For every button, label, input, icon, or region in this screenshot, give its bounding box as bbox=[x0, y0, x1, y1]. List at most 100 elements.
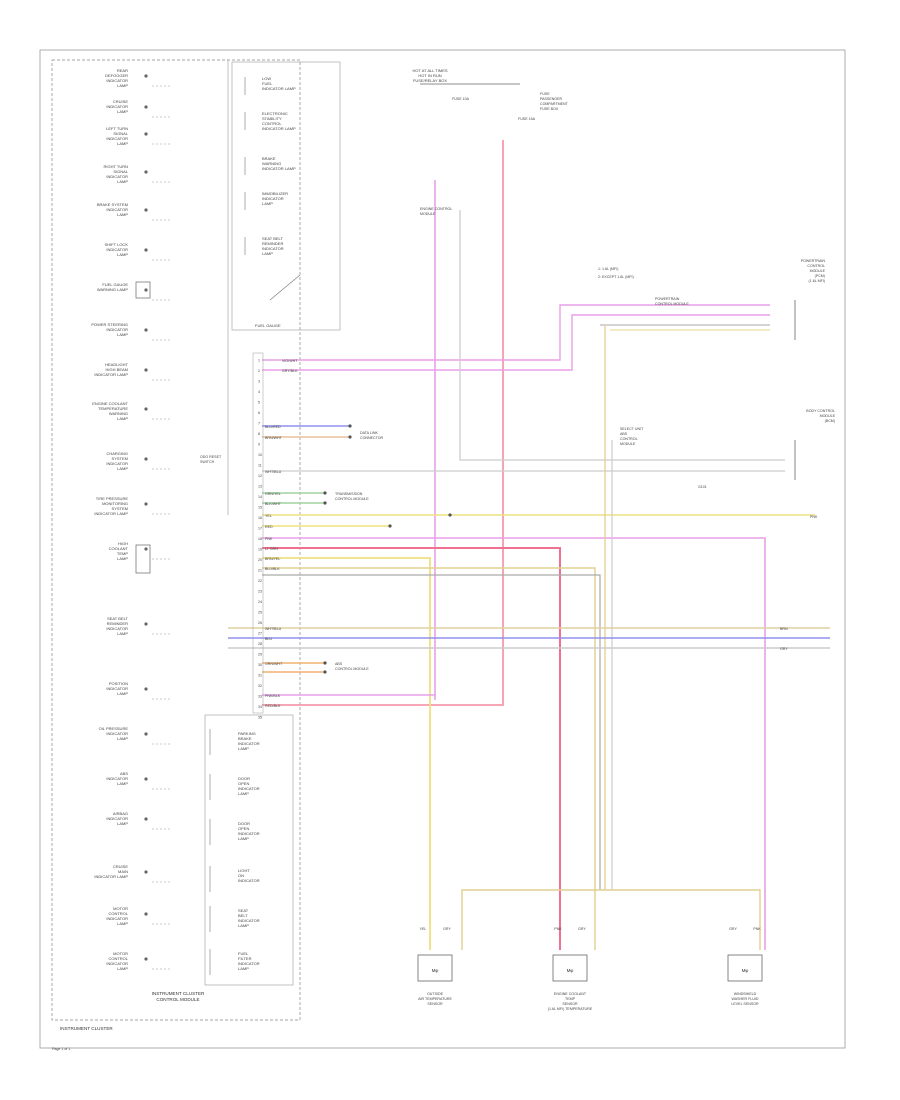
connector-pin-number: 24 bbox=[258, 600, 262, 604]
bottom-indicator-label: OPEN bbox=[238, 781, 249, 786]
wire-gry-4 bbox=[262, 574, 601, 890]
connector-pin-number: 29 bbox=[258, 653, 262, 657]
sensor-label: WINDSHIELD bbox=[734, 992, 757, 996]
lamp-pin bbox=[144, 957, 148, 961]
splice-label: CONTROL MODULE bbox=[655, 302, 689, 306]
bottom-indicator-label: LAMP bbox=[238, 791, 249, 796]
sensor-pin-label: GRY bbox=[578, 927, 586, 931]
wire-tan-4 bbox=[461, 889, 761, 950]
indicator-lamp-label: INDICATOR bbox=[106, 461, 128, 466]
indicator-lamp-label: LAMP bbox=[117, 966, 128, 971]
cluster-module-label: INSTRUMENT CLUSTER bbox=[152, 991, 205, 996]
indicator-lamp-label: AIRBAG bbox=[113, 811, 128, 816]
wire-red-2 bbox=[262, 547, 561, 950]
indicator-lamp-label: HEADLIGHT bbox=[105, 362, 128, 367]
inner-indicator-label: SEAT BELT bbox=[262, 236, 283, 241]
sensor-label: ENGINE COOLANT bbox=[554, 992, 587, 996]
wire-pnk-2 bbox=[262, 537, 766, 950]
cluster-frame bbox=[51, 59, 301, 1021]
indicator-lamp-label: INDICATOR bbox=[106, 816, 128, 821]
fuel-gauge-box bbox=[135, 281, 151, 299]
connector-pin-number: 32 bbox=[258, 684, 262, 688]
bottom-indicator-label: INDICATOR bbox=[238, 961, 260, 966]
wire-label: VIO/WHT bbox=[282, 359, 298, 363]
sensor-pin-label: PNK bbox=[753, 927, 761, 931]
bottom-indicator-label: INDICATOR bbox=[238, 786, 260, 791]
connector-pin-number: 28 bbox=[258, 642, 262, 646]
bottom-indicator-label: INDICATOR bbox=[238, 831, 260, 836]
inner-indicator-label: BRAKE bbox=[262, 156, 276, 161]
indicator-lamp-label: INDICATOR bbox=[106, 731, 128, 736]
right-module-mid-label: (BCM) bbox=[825, 419, 835, 423]
indicator-lamp-label: INDICATOR bbox=[106, 626, 128, 631]
indicator-lamp-label: SYSTEM bbox=[112, 506, 128, 511]
wire-label: ORN/WHT bbox=[265, 662, 283, 666]
splice-dot bbox=[348, 424, 352, 428]
inner-indicator-label: INDICATOR bbox=[262, 196, 284, 201]
indicator-lamp-label: LAMP bbox=[117, 332, 128, 337]
right-module-mid-label: MODULE bbox=[820, 414, 836, 418]
sensor-pin-label: PNK bbox=[554, 927, 562, 931]
sensor-label: LEVEL SENSOR bbox=[731, 1002, 759, 1006]
indicator-lamp-label: DEFOGGER bbox=[105, 73, 128, 78]
indicator-lamp-label: POWER STEERING bbox=[91, 322, 128, 327]
inner-indicator-label: INDICATOR LAMP bbox=[262, 86, 296, 91]
page-footer: Page 1 of 1 bbox=[52, 1047, 70, 1051]
splice-label: ABS bbox=[335, 662, 343, 666]
sensor-glyph: Mφ bbox=[432, 968, 439, 973]
splice-dot bbox=[323, 491, 327, 495]
bottom-indicator-label: DOOR bbox=[238, 776, 250, 781]
indicator-lamp-label: ENGINE COOLANT bbox=[92, 401, 128, 406]
wire-label: GRY/BLK bbox=[282, 369, 298, 373]
right-connector-label: ABS bbox=[620, 432, 628, 436]
wire-label: BRN/YEL bbox=[265, 557, 280, 561]
indicator-lamp-label: INDICATOR bbox=[106, 207, 128, 212]
indicator-lamp-label: INDICATOR bbox=[106, 247, 128, 252]
wire-label: YEL bbox=[265, 514, 272, 518]
indicator-lamp-label: TIRE PRESSURE bbox=[96, 496, 129, 501]
connector-pin-number: 2 bbox=[258, 369, 260, 373]
lamp-pin bbox=[144, 687, 148, 691]
fuse-box-right-label: FUSE BOX bbox=[540, 107, 559, 111]
wire-label: BLU/BLK bbox=[265, 567, 280, 571]
indicator-lamp-label: WARNING bbox=[109, 411, 128, 416]
connector-pin-number: 11 bbox=[258, 464, 262, 468]
wire-label: RED/BLK bbox=[265, 704, 281, 708]
right-module-top-label: MODULE bbox=[810, 269, 826, 273]
indicator-lamp-label: INDICATOR bbox=[106, 136, 128, 141]
splice-dot bbox=[323, 501, 327, 505]
wire-label: BLU/RED bbox=[265, 425, 281, 429]
connector-pin-number: 6 bbox=[258, 411, 260, 415]
indicator-lamp-label: REAR bbox=[117, 68, 128, 73]
indicator-lamp-label: LAMP bbox=[117, 921, 128, 926]
indicator-lamp-label: POSITION bbox=[109, 681, 128, 686]
indicator-lamp-label: LAMP bbox=[117, 556, 128, 561]
indicator-lamp-label: MOTOR bbox=[113, 951, 128, 956]
lamp-pin bbox=[144, 502, 148, 506]
indicator-lamp-label: INDICATOR LAMP bbox=[94, 372, 128, 377]
legend-entry: 2: EXCEPT 1.6L (MFI) bbox=[598, 275, 634, 279]
wire-label: LT GRN bbox=[265, 547, 278, 551]
wire-label: GRN/YEL bbox=[265, 492, 281, 496]
lamp-pin bbox=[144, 288, 148, 292]
indicator-lamp-label: CHARGING bbox=[106, 451, 128, 456]
indicator-lamp-label: COOLANT bbox=[109, 546, 129, 551]
splice-label: TRANSMISSION bbox=[335, 492, 363, 496]
right-connector-label: SELECT UNIT bbox=[620, 427, 644, 431]
lamp-pin bbox=[144, 817, 148, 821]
connector-pin-number: 34 bbox=[258, 705, 262, 709]
lamp-pin bbox=[144, 547, 148, 551]
indicator-lamp-label: TEMP bbox=[117, 551, 128, 556]
connector-pin-number: 30 bbox=[258, 663, 262, 667]
indicator-lamp-label: LAMP bbox=[117, 83, 128, 88]
fuse-label: FUEL GAUGE bbox=[255, 323, 281, 328]
splice-label: DATA LINK bbox=[360, 431, 378, 435]
right-module-top-label: POWERTRAIN bbox=[801, 259, 826, 263]
indicator-lamp-label: LAMP bbox=[117, 466, 128, 471]
sensor-pin-label: GRY bbox=[729, 927, 737, 931]
bottom-indicator-label: LAMP bbox=[238, 966, 249, 971]
right-connector-label: MODULE bbox=[620, 442, 636, 446]
splice-label: MODULE bbox=[420, 212, 436, 216]
bottom-indicator-label: LAMP bbox=[238, 836, 249, 841]
sensor-glyph: Mφ bbox=[742, 968, 749, 973]
